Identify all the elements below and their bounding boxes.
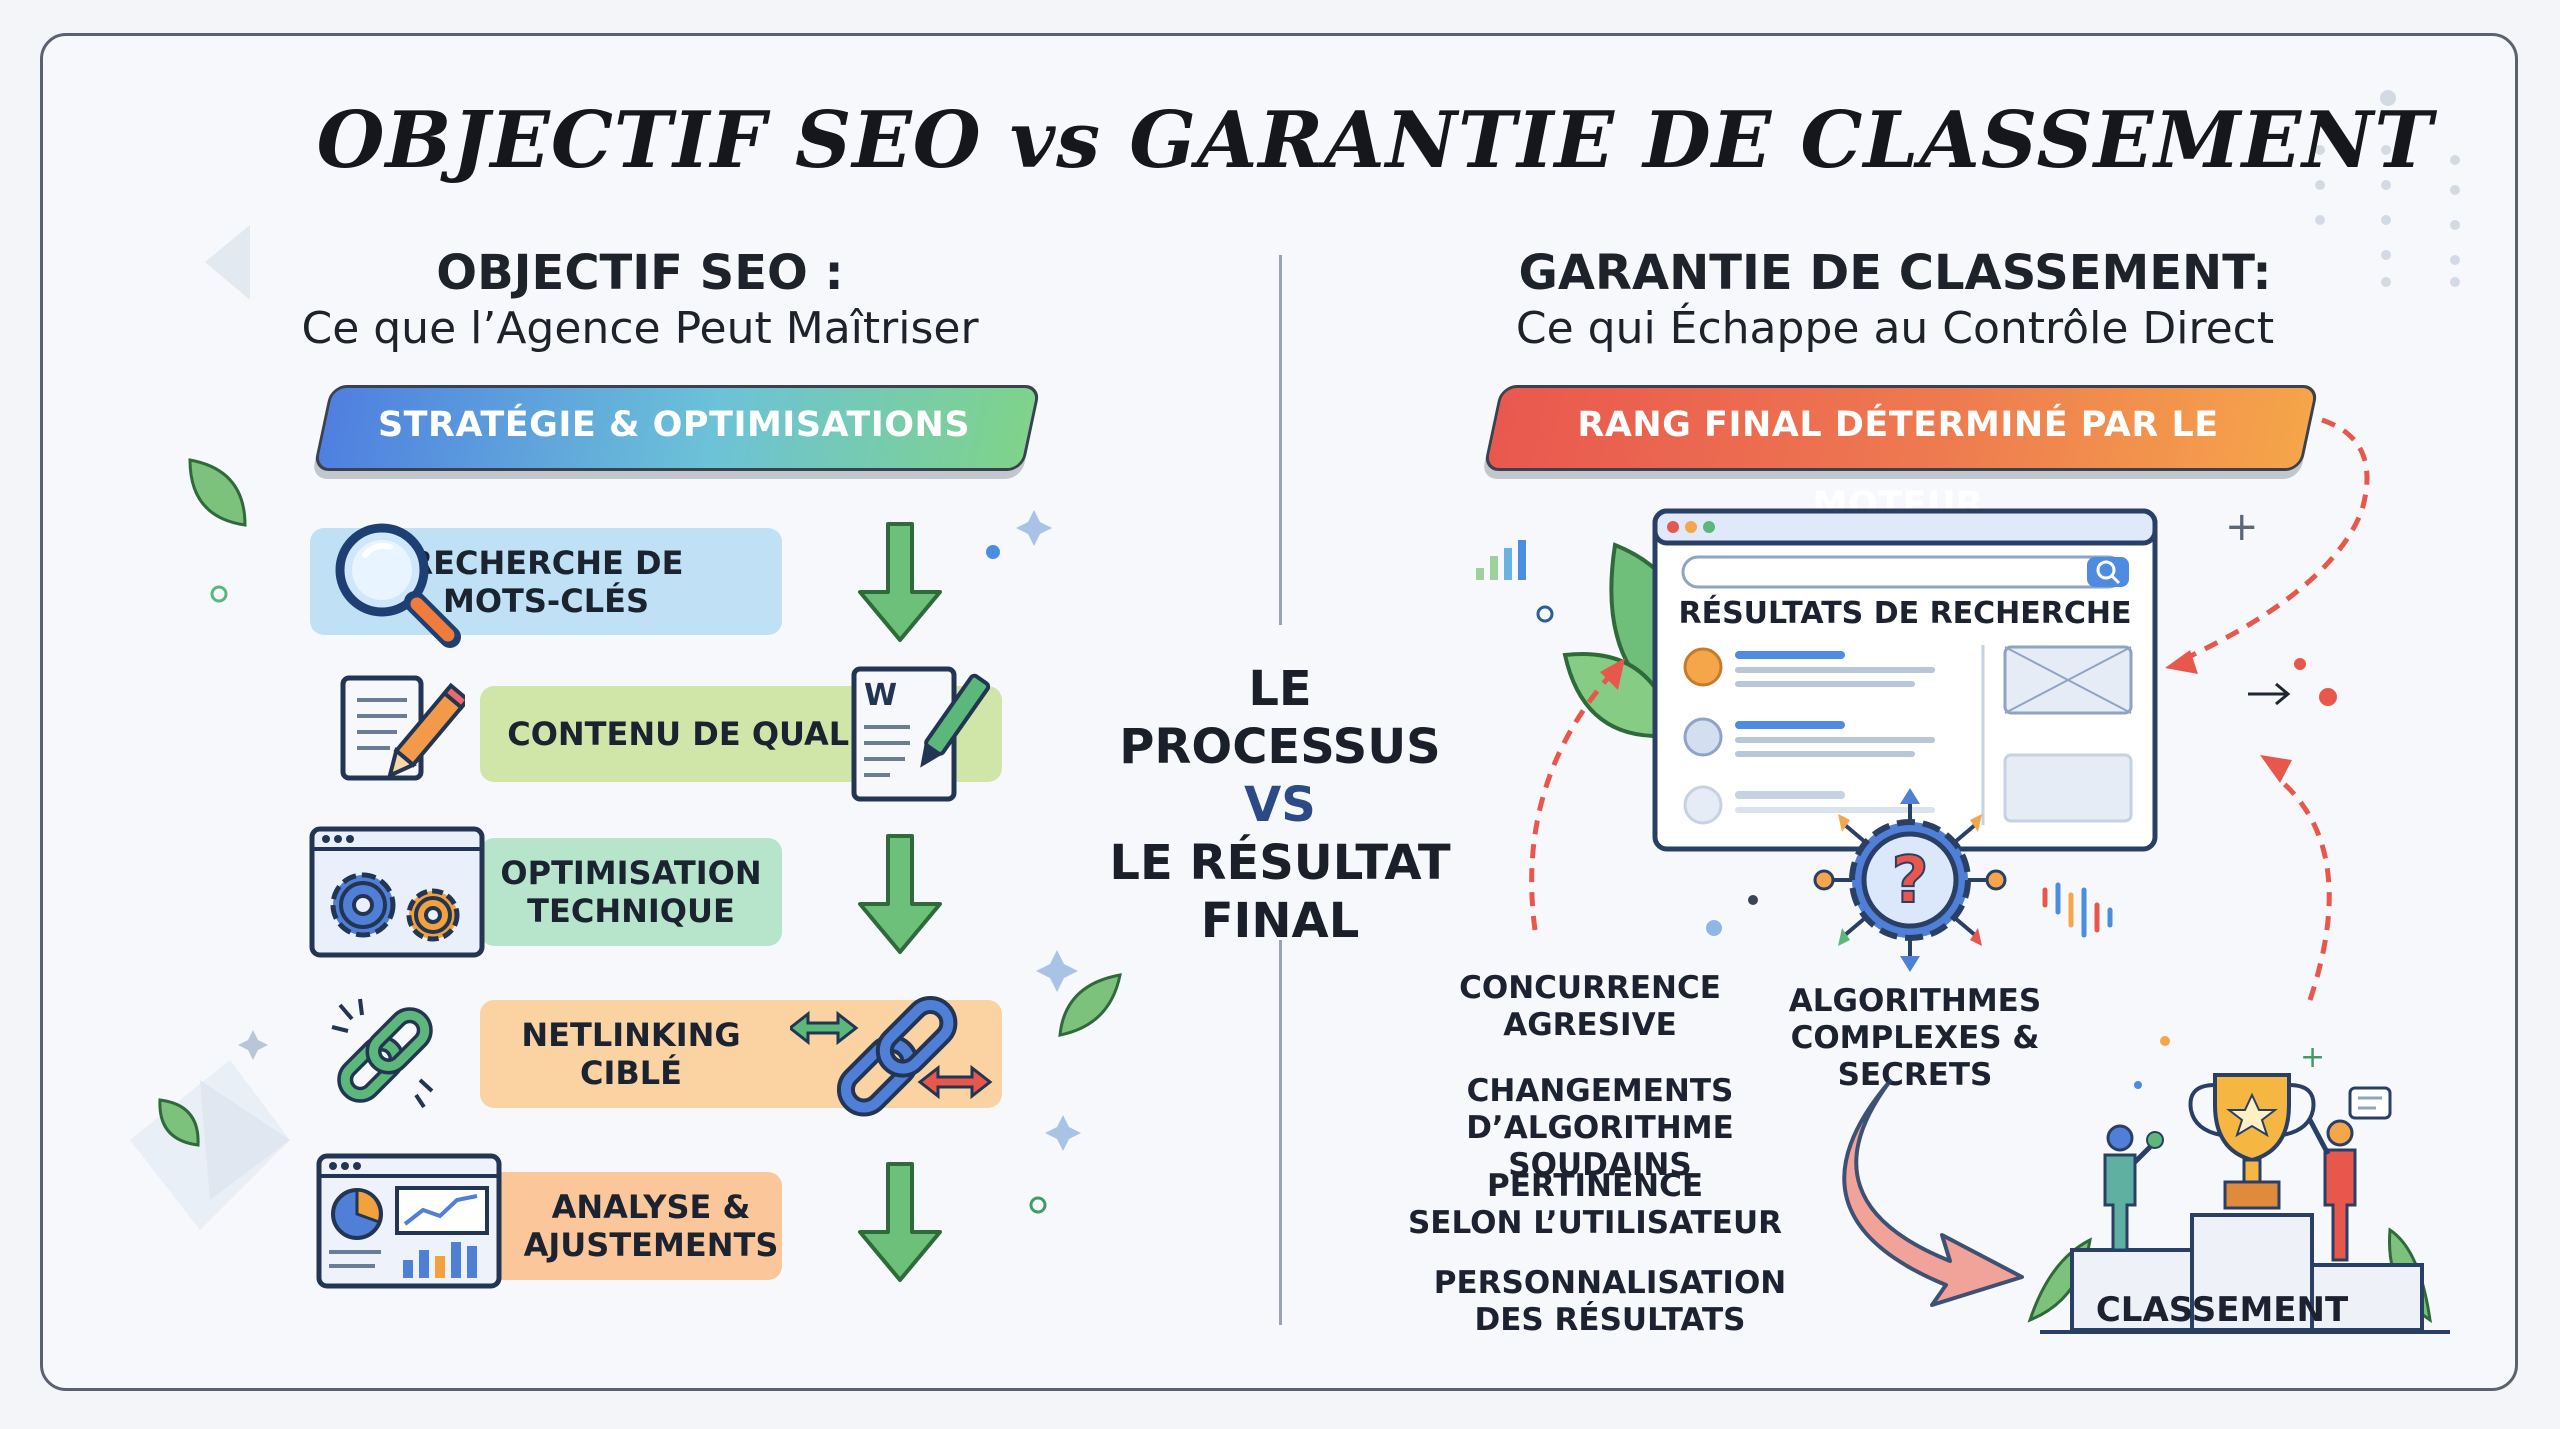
factor-relevance-line2: SELON L’UTILISATEUR — [1407, 1205, 1783, 1241]
factor-competition: CONCURRENCE AGRESIVE — [1445, 970, 1735, 1044]
center-line-3: LE RÉSULTAT — [1109, 835, 1451, 891]
serp-window-illustration — [1562, 508, 2158, 852]
factor-relevance-line1: PERTINENCE — [1486, 1168, 1704, 1204]
factor-algorithms: ALGORITHMES COMPLEXES & SECRETS — [1725, 983, 2105, 1094]
divider-bottom — [1279, 940, 1282, 1325]
divider-top — [1279, 255, 1282, 625]
factor-user-relevance: PERTINENCE SELON L’UTILISATEUR — [1400, 1168, 1790, 1242]
left-banner-label: STRATÉGIE & OPTIMISATIONS — [377, 405, 971, 445]
right-column-title: GARANTIE DE CLASSEMENT: Ce qui Échappe a… — [1450, 245, 2340, 357]
main-title: OBJECTIF SEO vs GARANTIE DE CLASSEMENT — [316, 95, 2434, 186]
right-heading: GARANTIE DE CLASSEMENT: — [1518, 245, 2272, 301]
step-analysis-adjustments: ANALYSE &AJUSTEMENTS — [480, 1172, 782, 1280]
center-line-4: FINAL — [1200, 893, 1360, 949]
chain-arrows-icon — [790, 996, 993, 1117]
svg-text:+: + — [2300, 1040, 2325, 1075]
down-arrow-icon-1 — [858, 522, 942, 642]
right-subheading: Ce qui Échappe au Contrôle Direct — [1515, 303, 2275, 354]
step-5-label-line2: AJUSTEMENTS — [523, 1226, 779, 1264]
step-5-label-line1: ANALYSE & — [551, 1188, 751, 1226]
step-3-label-line2: TECHNIQUE — [527, 892, 735, 930]
step-4-label-line1: NETLINKING — [521, 1016, 741, 1054]
factor-personalization: PERSONNALISATION DES RÉSULTATS — [1410, 1265, 1810, 1339]
left-heading: OBJECTIF SEO : — [436, 245, 844, 301]
document-pencil-icon — [340, 675, 465, 781]
factor-changes-line2: D’ALGORITHME SOUDAINS — [1466, 1110, 1734, 1183]
factor-personalization-line2: DES RÉSULTATS — [1474, 1302, 1746, 1338]
svg-text:+: + — [2225, 504, 2259, 550]
step-1-label-line2: MOTS-CLÉS — [443, 581, 649, 620]
podium-label: CLASSEMENT — [2095, 1290, 2349, 1330]
factor-algorithms-line1: ALGORITHMES — [1788, 983, 2042, 1019]
center-line-2: VS — [1244, 777, 1316, 833]
left-column-title: OBJECTIF SEO : Ce que l’Agence Peut Maît… — [270, 245, 1010, 357]
analytics-dashboard-icon — [316, 1153, 502, 1289]
left-subheading: Ce que l’Agence Peut Maîtriser — [301, 303, 979, 354]
step-2-label: CONTENU DE QUALITÉ — [507, 715, 905, 753]
gears-window-icon — [309, 826, 485, 958]
step-1-label-line1: RECHERCHE DE — [408, 543, 684, 582]
svg-text:W: W — [864, 678, 897, 713]
factor-algorithms-line2: COMPLEXES & SECRETS — [1790, 1020, 2040, 1093]
svg-text:?: ? — [1891, 844, 1928, 918]
down-arrow-icon-3 — [858, 1162, 942, 1282]
step-4-label-line2: CIBLÉ — [579, 1054, 682, 1092]
chain-link-icon — [331, 998, 434, 1109]
down-arrow-icon-2 — [858, 834, 942, 954]
curved-arrow-to-podium — [1842, 1079, 2024, 1307]
magnifier-icon — [335, 523, 461, 648]
center-comparison-label: LE PROCESSUS VS LE RÉSULTAT FINAL — [1080, 660, 1480, 950]
serp-title: RÉSULTATS DE RECHERCHE — [1678, 596, 2132, 631]
dashed-feedback-arrows — [1529, 417, 2370, 1001]
algorithm-question-icon: ? — [1813, 788, 2007, 972]
factor-changes-line1: CHANGEMENTS — [1466, 1073, 1734, 1109]
factor-algorithm-changes: CHANGEMENTS D’ALGORITHME SOUDAINS — [1385, 1073, 1815, 1184]
center-line-1: LE PROCESSUS — [1119, 661, 1441, 775]
factor-personalization-line1: PERSONNALISATION — [1433, 1265, 1787, 1301]
step-3-label-line1: OPTIMISATION — [500, 854, 762, 892]
right-banner-label: RANG FINAL DÉTERMINÉ PAR LE MOTEUR — [1577, 405, 2219, 525]
podium-trophy-icon — [2027, 1073, 2450, 1334]
factor-competition-line2: AGRESIVE — [1503, 1007, 1677, 1043]
word-document-pen-icon: W — [851, 666, 990, 802]
factor-competition-line1: CONCURRENCE — [1459, 970, 1721, 1006]
